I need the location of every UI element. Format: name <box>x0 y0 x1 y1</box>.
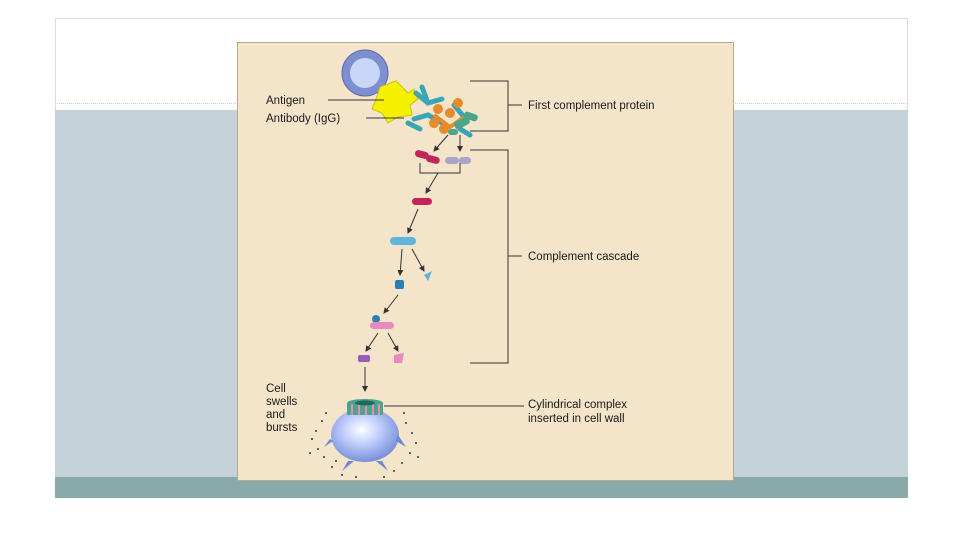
cascade-arrow <box>434 135 448 151</box>
cell-swells-label-line4: bursts <box>266 422 298 434</box>
cell-swells-label-line1: Cell <box>266 383 286 395</box>
cell-swells-label-line3: and <box>266 409 285 421</box>
cell-swells-label-line2: swells <box>266 396 298 408</box>
merge-connector <box>420 163 460 173</box>
cascade-arrow <box>366 333 378 351</box>
cylindrical-label-line2: inserted in cell wall <box>528 413 625 425</box>
complement-fragment-icon <box>414 149 471 164</box>
antibody-label: Antibody (IgG) <box>266 113 340 125</box>
cascade-arrow <box>400 249 402 275</box>
complement-fragment-icon <box>424 271 432 281</box>
complement-cascade-bracket <box>470 150 522 363</box>
cylindrical-label-line1: Cylindrical complex <box>528 399 627 411</box>
first-complement-protein-icon <box>429 98 479 135</box>
diagram-canvas: Antigen Antibody (IgG) First complement … <box>238 43 735 482</box>
cascade-arrow <box>426 173 438 193</box>
cascade-arrow <box>384 295 398 313</box>
bursting-cell-icon <box>309 408 419 478</box>
complement-fragment-icon <box>395 280 404 289</box>
complement-fragment-icon <box>394 353 404 363</box>
complement-fragment-icon <box>370 315 394 329</box>
cascade-arrow <box>408 209 418 233</box>
first-complement-label: First complement protein <box>528 100 655 112</box>
cascade-arrow <box>388 333 398 351</box>
complement-fragment-icon <box>358 355 370 362</box>
complement-cascade-figure: Antigen Antibody (IgG) First complement … <box>237 42 734 481</box>
cascade-arrow <box>412 249 424 271</box>
complement-fragment-icon <box>390 237 416 245</box>
complement-fragment-icon <box>412 198 432 205</box>
first-complement-bracket <box>470 81 522 131</box>
cylindrical-complex-icon <box>347 399 383 415</box>
complement-cascade-label: Complement cascade <box>528 251 639 263</box>
antigen-label: Antigen <box>266 95 305 107</box>
